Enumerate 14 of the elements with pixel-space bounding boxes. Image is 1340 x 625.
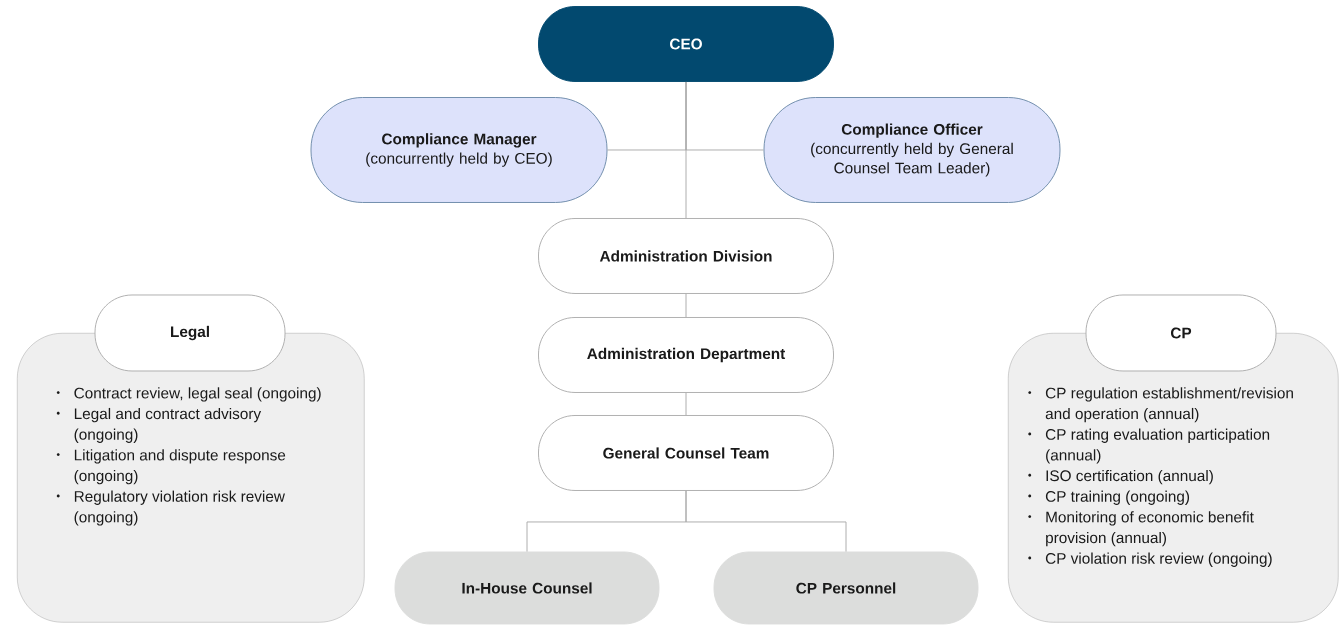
unit-box: CP [1085,294,1277,372]
staff-box: CP Personnel [713,551,979,625]
role-box: Compliance Officer (concurrently held by General Counsel Team Leader) [763,97,1061,203]
unit-box: Legal [94,294,286,372]
staff-box: In-House Counsel [394,551,660,625]
connector-line [685,81,687,219]
unit-box: Administration Division [538,218,834,294]
connector-line [685,490,847,552]
role-box: CEO [538,6,834,82]
role-box: Compliance Manager (concurrently held by CEO) [310,97,608,203]
unit-box: General Counsel Team [538,415,834,491]
connector-line [685,392,687,416]
connector-line [685,293,687,318]
unit-box: Administration Department [538,317,834,393]
